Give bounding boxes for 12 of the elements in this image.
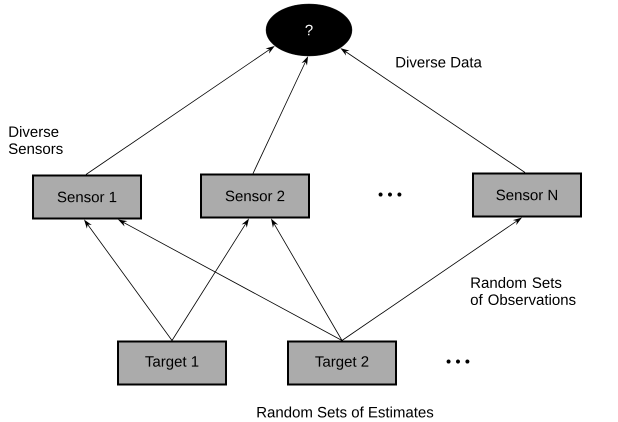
ellipse-node: ? <box>266 4 352 56</box>
process-box: Sensor 2 <box>200 174 310 218</box>
annotation-text: Random Sets of Estimates <box>257 406 434 418</box>
process-box: Target 2 <box>287 340 397 386</box>
process-box: Target 1 <box>117 340 227 386</box>
process-box: Sensor 1 <box>32 174 142 220</box>
process-box: Sensor N <box>472 172 582 218</box>
annotation-text: Random Sets of Observations <box>470 276 576 305</box>
ellipsis-dots: • • • <box>378 192 402 197</box>
annotation-text: Diverse Sensors <box>8 126 63 154</box>
annotation-text: Diverse Data <box>396 56 482 68</box>
ellipsis-dots: • • • <box>446 360 470 364</box>
